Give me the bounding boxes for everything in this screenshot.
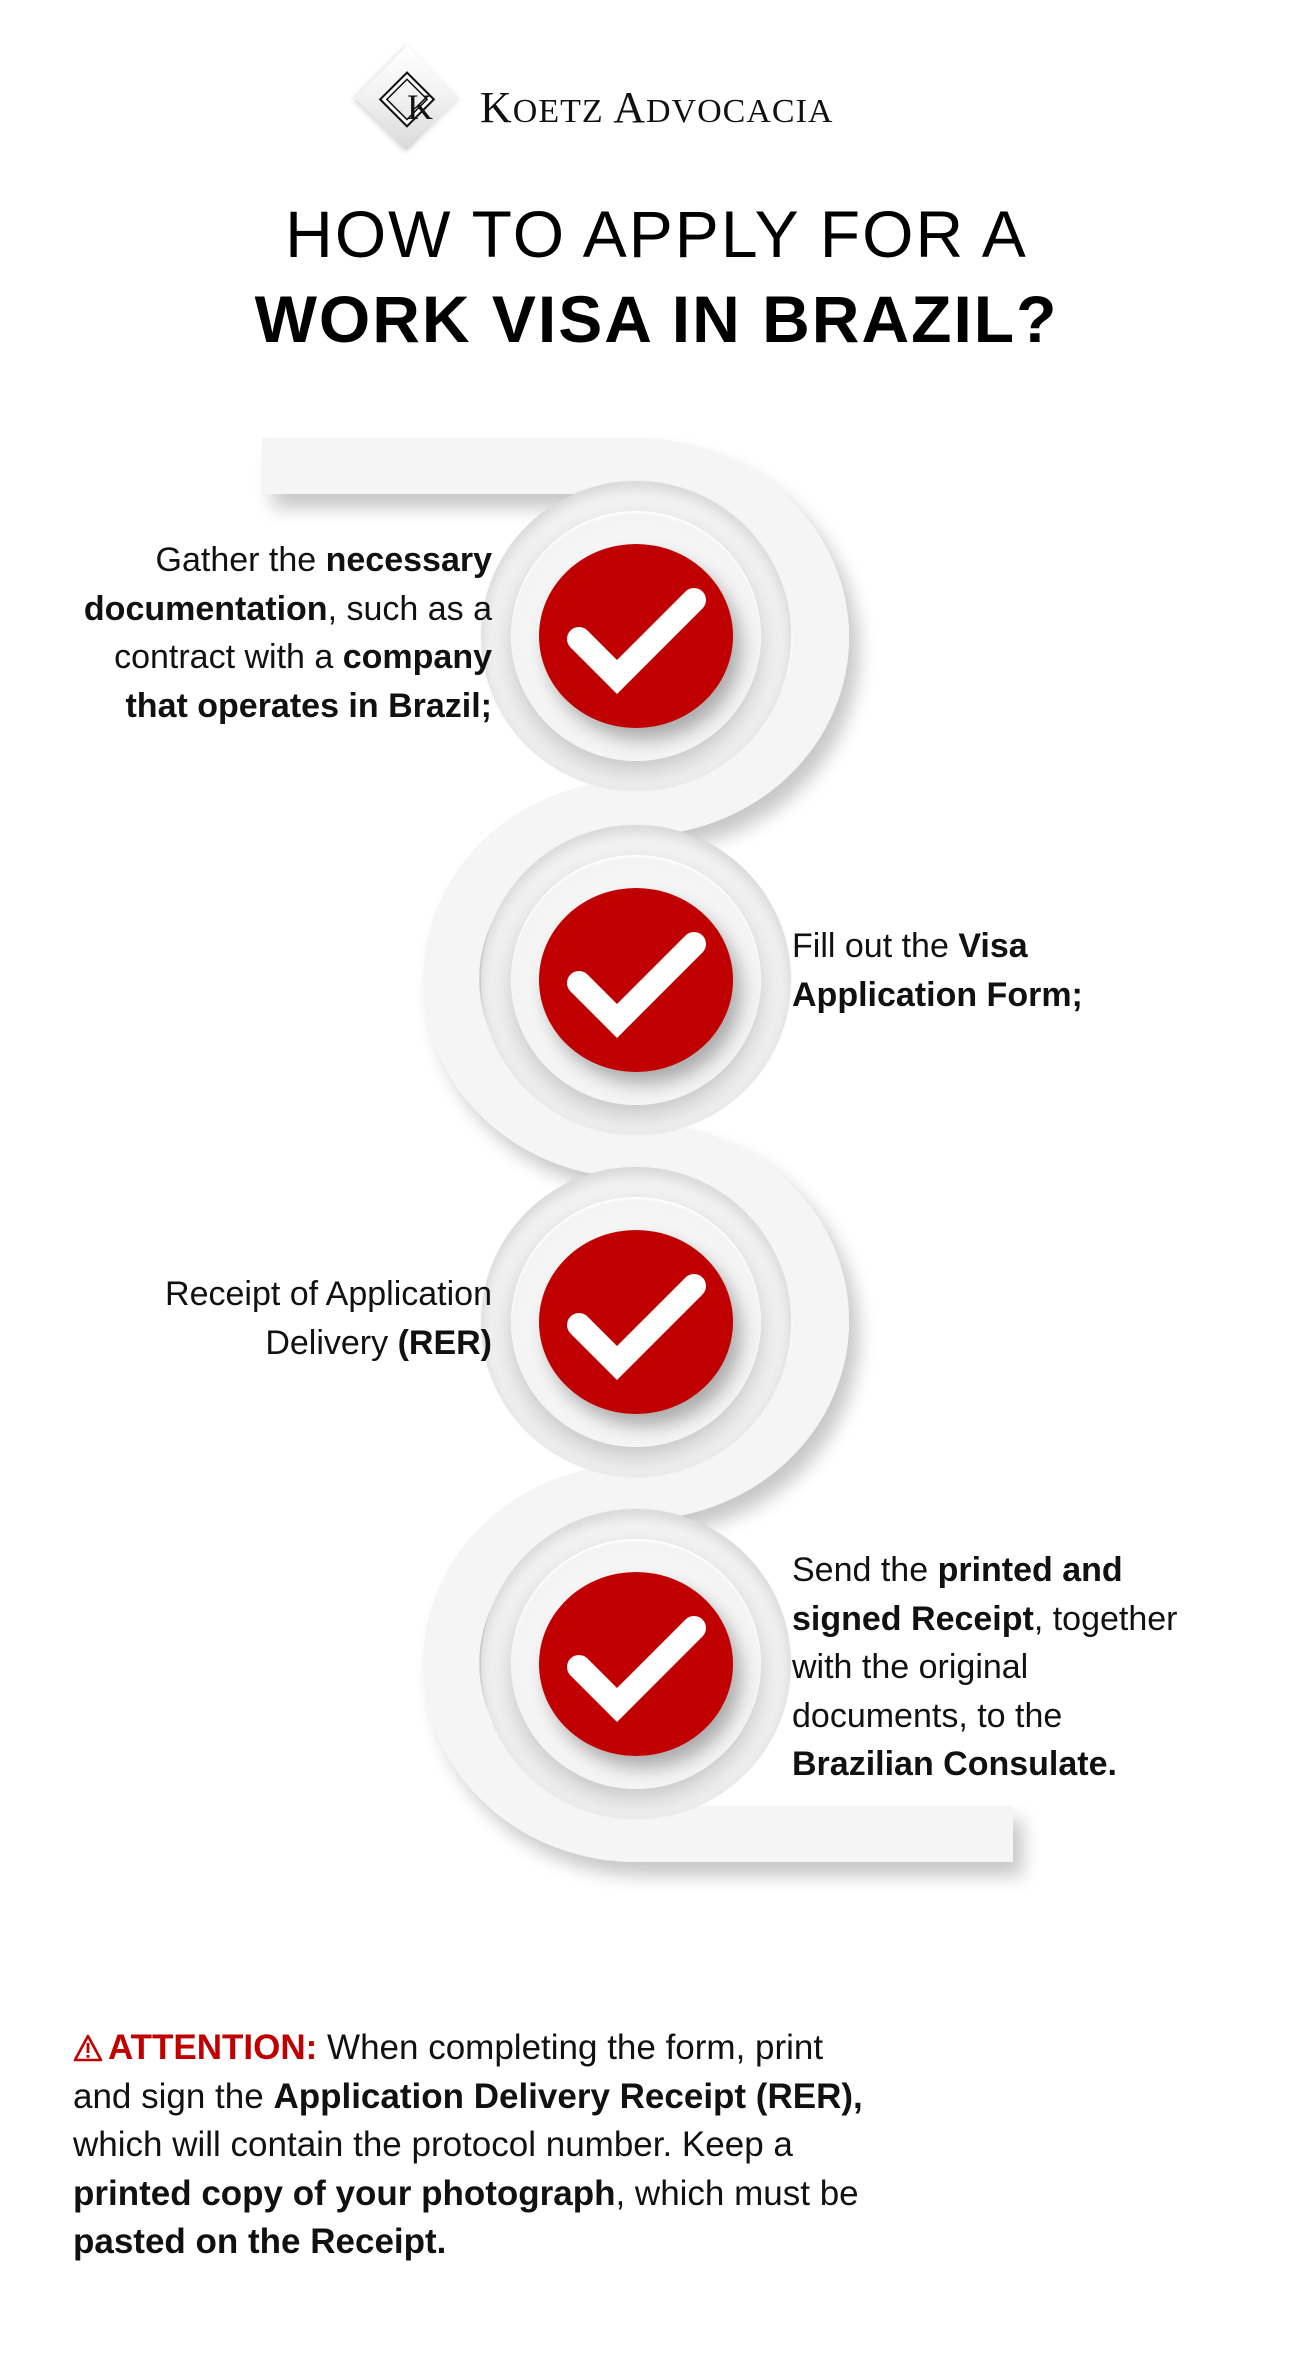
logo-name-initial-1: K [480,83,513,132]
text-line: ATTENTION: When completing the form, pri… [73,2024,953,2073]
page-title-line2: WORK VISA IN BRAZIL? [254,282,1059,356]
logo-name: KOETZ ADVOCACIA [480,78,833,142]
check-icon [567,1274,706,1380]
logo-name-initial-2: A [613,83,646,132]
check-circle [539,1230,733,1414]
text-line: contract with a company [20,633,492,682]
check-icon [567,588,706,694]
text-run-bold: Application Delivery Receipt (RER), [273,2076,863,2116]
check-icon [567,932,706,1038]
text-line: Brazilian Consulate. [792,1740,1292,1789]
text-run-bold: Brazilian Consulate. [792,1745,1117,1783]
text-run: When completing the form, print [317,2028,824,2067]
text-run: Receipt of Application [165,1275,492,1313]
text-run-bold: signed Receipt [792,1599,1034,1638]
step-2-text: Fill out the Visa Application Form; [792,922,1272,1019]
logo-monogram: K [407,87,433,127]
text-run: which will contain the protocol number. … [73,2125,793,2164]
text-run: and sign the [73,2076,274,2116]
text-run-bold: printed and [937,1551,1123,1589]
text-run: Delivery [265,1323,398,1362]
text-run-bold: Visa [958,927,1028,965]
text-line: which will contain the protocol number. … [73,2121,953,2170]
check-icon [567,1616,706,1722]
warning-icon [73,2027,103,2062]
text-line: Application Form; [792,971,1272,1020]
attention-label: ATTENTION: [108,2028,318,2067]
text-run-bold: pasted on the Receipt. [73,2222,447,2261]
text-run: , such as a [327,589,492,628]
check-circle [539,1572,733,1756]
text-line: and sign the Application Delivery Receip… [73,2073,953,2122]
text-line: Delivery (RER) [20,1319,492,1368]
text-run: documents, to the [792,1696,1063,1735]
text-run: Fill out the [792,927,959,965]
text-line: with the original [792,1643,1292,1692]
text-line: Send the printed and [792,1546,1292,1595]
text-run: Send the [792,1551,938,1589]
text-line: that operates in Brazil; [20,682,492,731]
text-run-bold: that operates in Brazil; [125,686,492,725]
text-line: documentation, such as a [20,585,492,634]
text-line: Gather the necessary [20,536,492,585]
text-run-bold: necessary [325,541,492,579]
text-run: , together [1033,1599,1178,1638]
text-run: contract with a [114,638,343,676]
text-run-bold: documentation [83,589,328,628]
text-run-bold: printed copy of your photograph [73,2173,616,2213]
text-line: Receipt of Application [20,1270,492,1319]
logo: K KOETZ ADVOCACIA [0,0,1313,170]
check-circle [539,544,733,728]
page-title-line1: HOW TO APPLY FOR A [285,197,1028,271]
text-line: Fill out the Visa [792,922,1272,971]
step-3-text: Receipt of Application Delivery (RER) [20,1270,492,1367]
step-4-text: Send the printed and signed Receipt, tog… [792,1546,1292,1789]
text-run-bold: company [342,638,492,676]
text-line: documents, to the [792,1692,1292,1741]
text-run: Gather the [155,541,326,579]
step-1-text: Gather the necessary documentation, such… [20,536,492,730]
attention-note: ATTENTION: When completing the form, pri… [73,2024,953,2267]
logo-name-rest-2: DVOCACIA [646,93,834,130]
text-run: with the original [792,1648,1029,1686]
logo-name-rest-1: OETZ [512,93,604,130]
text-line: printed copy of your photograph, which m… [73,2170,953,2219]
text-line: signed Receipt, together [792,1595,1292,1644]
text-run-bold: Application Form; [792,975,1083,1014]
text-line: pasted on the Receipt. [73,2218,953,2267]
check-circle [539,888,733,1072]
text-run-bold: (RER) [397,1323,492,1362]
text-run: , which must be [615,2173,859,2213]
